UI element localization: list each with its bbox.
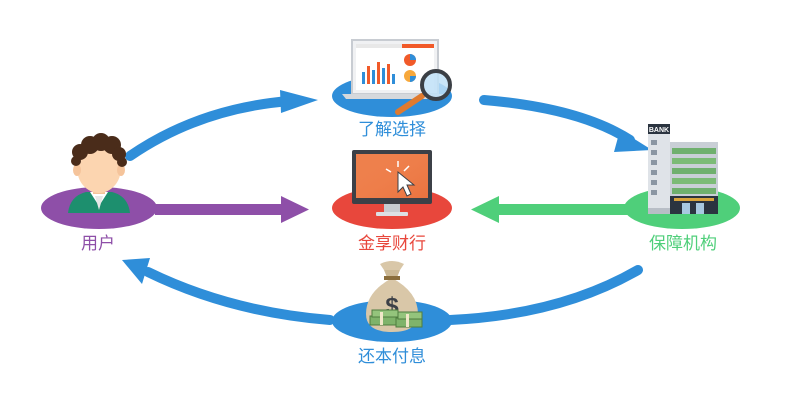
laptop-magnifier-icon — [342, 39, 452, 115]
bank-building-icon: BANK — [648, 124, 718, 214]
arrow-institution-to-user — [122, 258, 643, 325]
arrow-user-to-platform — [155, 196, 309, 223]
repayment-label: 还本付息 — [358, 347, 426, 367]
money-bag-icon: $ — [366, 261, 423, 332]
person-avatar-icon — [68, 133, 130, 213]
user-label: 用户 — [81, 234, 115, 254]
arrow-institution-to-platform — [471, 196, 630, 223]
arrow-research-to-institution — [479, 95, 652, 152]
institution-label: 保障机构 — [649, 234, 717, 254]
research-label: 了解选择 — [358, 120, 426, 140]
platform-label: 金享财行 — [358, 234, 426, 254]
monitor-cursor-icon — [352, 150, 432, 216]
bank-sign-text: BANK — [649, 127, 669, 134]
arrow-user-to-research — [125, 90, 318, 161]
